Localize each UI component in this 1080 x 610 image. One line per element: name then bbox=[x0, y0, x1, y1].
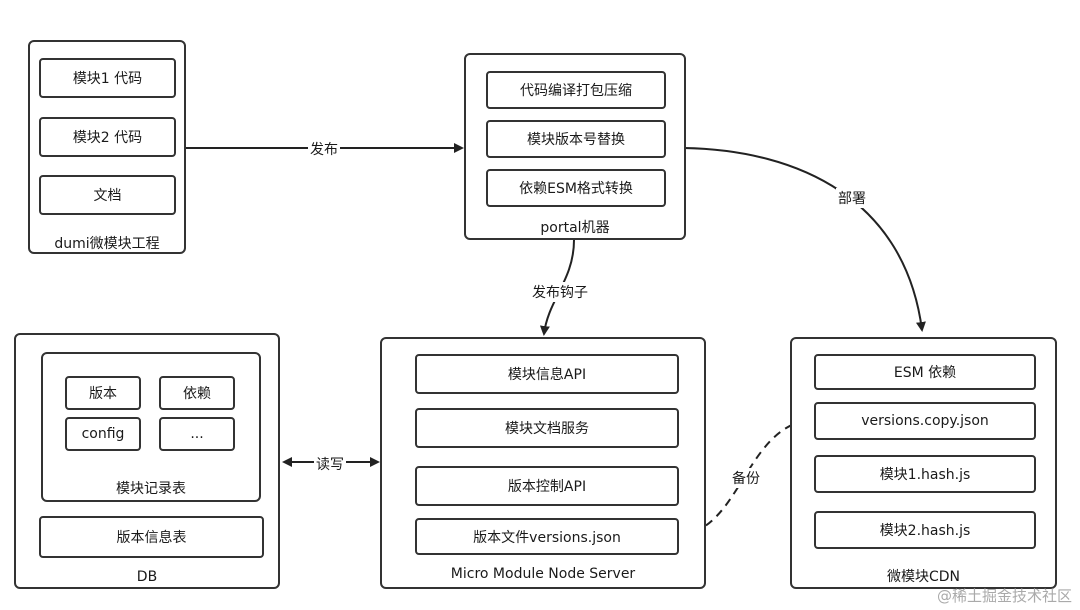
record-field-dependency: 依赖 bbox=[159, 376, 235, 410]
node-server-title: Micro Module Node Server bbox=[450, 566, 636, 582]
server-item-doc-service: 模块文档服务 bbox=[415, 408, 679, 448]
module-record-table-title: 模块记录表 bbox=[116, 481, 186, 497]
version-info-table: 版本信息表 bbox=[39, 516, 264, 558]
dumi-project-title: dumi微模块工程 bbox=[54, 236, 160, 252]
cdn-item-module1-hash: 模块1.hash.js bbox=[814, 455, 1036, 493]
portal-item-compile: 代码编译打包压缩 bbox=[486, 71, 666, 109]
edge-label-read-write: 读写 bbox=[314, 454, 346, 474]
record-field-more: ... bbox=[159, 417, 235, 451]
db-container: 版本 依赖 config ... 模块记录表 版本信息表 DB bbox=[14, 333, 280, 589]
edge-label-publish: 发布 bbox=[308, 139, 340, 159]
dumi-item-docs: 文档 bbox=[39, 175, 176, 215]
dumi-item-module2-code: 模块2 代码 bbox=[39, 117, 176, 157]
edge-label-backup: 备份 bbox=[730, 468, 762, 488]
portal-item-esm-convert: 依赖ESM格式转换 bbox=[486, 169, 666, 207]
server-item-versions-json: 版本文件versions.json bbox=[415, 518, 679, 555]
dumi-project-container: 模块1 代码 模块2 代码 文档 dumi微模块工程 bbox=[28, 40, 186, 254]
module-record-table: 版本 依赖 config ... 模块记录表 bbox=[41, 352, 261, 502]
db-title: DB bbox=[136, 569, 158, 585]
portal-machine-title: portal机器 bbox=[540, 220, 610, 236]
cdn-container: ESM 依赖 versions.copy.json 模块1.hash.js 模块… bbox=[790, 337, 1057, 589]
node-server-container: 模块信息API 模块文档服务 版本控制API 版本文件versions.json… bbox=[380, 337, 706, 589]
edge-label-deploy: 部署 bbox=[836, 188, 868, 208]
portal-machine-container: 代码编译打包压缩 模块版本号替换 依赖ESM格式转换 portal机器 bbox=[464, 53, 686, 240]
server-item-version-api: 版本控制API bbox=[415, 466, 679, 506]
deploy-arrow bbox=[683, 147, 926, 332]
cdn-title: 微模块CDN bbox=[886, 569, 961, 585]
dumi-item-module1-code: 模块1 代码 bbox=[39, 58, 176, 98]
edge-label-publish-hook: 发布钩子 bbox=[530, 282, 590, 302]
cdn-item-versions-copy: versions.copy.json bbox=[814, 402, 1036, 440]
watermark: @稀土掘金技术社区 bbox=[936, 587, 1072, 605]
cdn-item-module2-hash: 模块2.hash.js bbox=[814, 511, 1036, 549]
portal-item-version-replace: 模块版本号替换 bbox=[486, 120, 666, 158]
record-field-version: 版本 bbox=[65, 376, 141, 410]
server-item-module-info-api: 模块信息API bbox=[415, 354, 679, 394]
cdn-item-esm-deps: ESM 依赖 bbox=[814, 354, 1036, 390]
record-field-config: config bbox=[65, 417, 141, 451]
